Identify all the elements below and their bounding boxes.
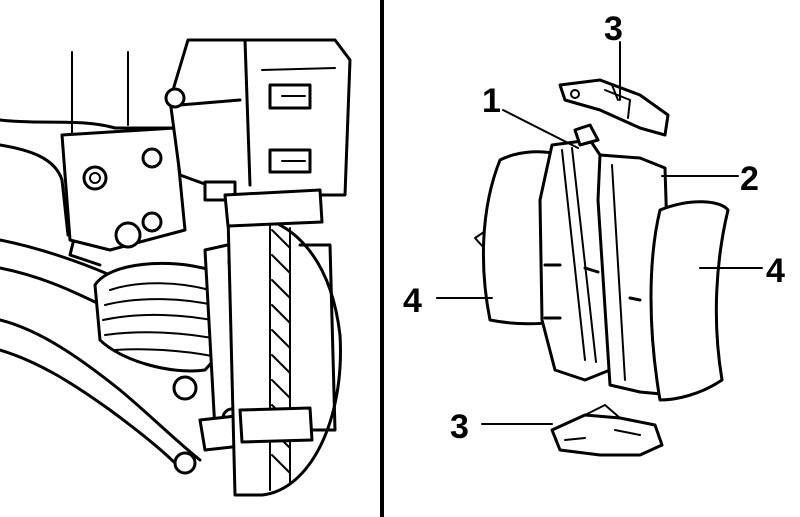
brake-pads-exploded-illustration [436, 41, 763, 457]
pad-backing-plate [538, 123, 612, 382]
caliper-assembly-illustration [0, 38, 352, 497]
outer-pad-right [649, 200, 730, 402]
callout-3-top: 3 [604, 10, 623, 48]
bottom-anti-rattle-spring [550, 404, 664, 457]
callout-2: 2 [740, 160, 759, 198]
callout-3-bottom: 3 [450, 408, 469, 446]
callout-4-right: 4 [766, 252, 785, 290]
callout-1: 1 [482, 82, 501, 120]
callout-4-left: 4 [403, 282, 422, 320]
top-anti-rattle-spring [558, 78, 670, 137]
